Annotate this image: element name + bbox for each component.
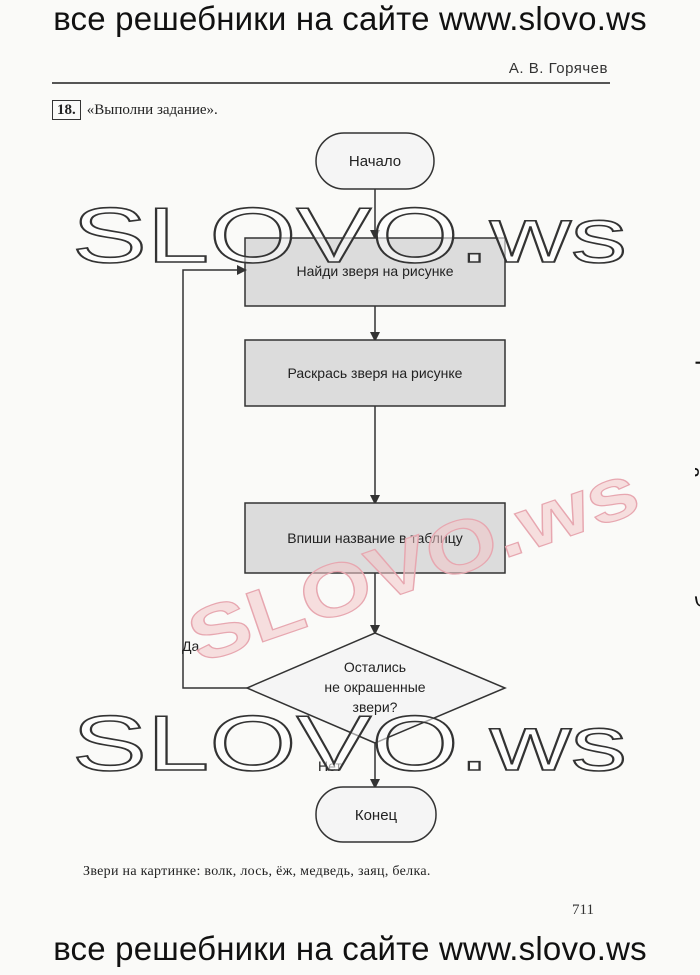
step-write-name: Впиши название в таблицу <box>244 502 506 574</box>
step-paint-label: Раскрась зверя на рисунке <box>288 365 463 381</box>
watermark-upper: SLOVO.ws <box>72 191 627 279</box>
yes-label: Да <box>182 638 199 654</box>
step-paint-animal: Раскрась зверя на рисунке <box>244 339 506 407</box>
step-write-label: Впиши название в таблицу <box>287 530 463 546</box>
start-terminal: Начало <box>315 132 435 190</box>
step-find-animal: Найди зверя на рисунке <box>244 237 506 307</box>
page-number: 711 <box>572 902 594 918</box>
end-label: Конец <box>355 807 398 824</box>
step-find-label: Найди зверя на рисунке <box>297 263 454 279</box>
author-name: А. В. Горячев <box>508 60 608 77</box>
task-number: 18. <box>52 100 81 120</box>
decision-line-2: не окрашенные <box>324 679 425 695</box>
start-label: Начало <box>349 153 401 170</box>
task-title: «Выполни задание». <box>86 101 218 118</box>
banner-bottom: все решебники на сайте www.slovo.ws <box>53 930 647 967</box>
banner-side: все решебники на сайте www.slovo.ws <box>692 285 700 712</box>
watermark-lower: SLOVO.ws <box>72 699 627 787</box>
header-rule <box>52 82 610 84</box>
arrow-yes-loop <box>182 265 247 689</box>
decision-line-3: звери? <box>353 699 398 715</box>
no-label: Нет <box>318 758 342 774</box>
banner-top: все решебники на сайте www.slovo.ws <box>53 0 647 37</box>
decision-line-1: Остались <box>344 659 406 675</box>
animals-list: Звери на картинке: волк, лось, ёж, медве… <box>83 864 431 879</box>
decision-remaining-animals: Остались не окрашенные звери? <box>245 632 507 744</box>
end-terminal: Конец <box>315 786 437 843</box>
task-heading: 18. «Выполни задание». <box>52 100 218 120</box>
